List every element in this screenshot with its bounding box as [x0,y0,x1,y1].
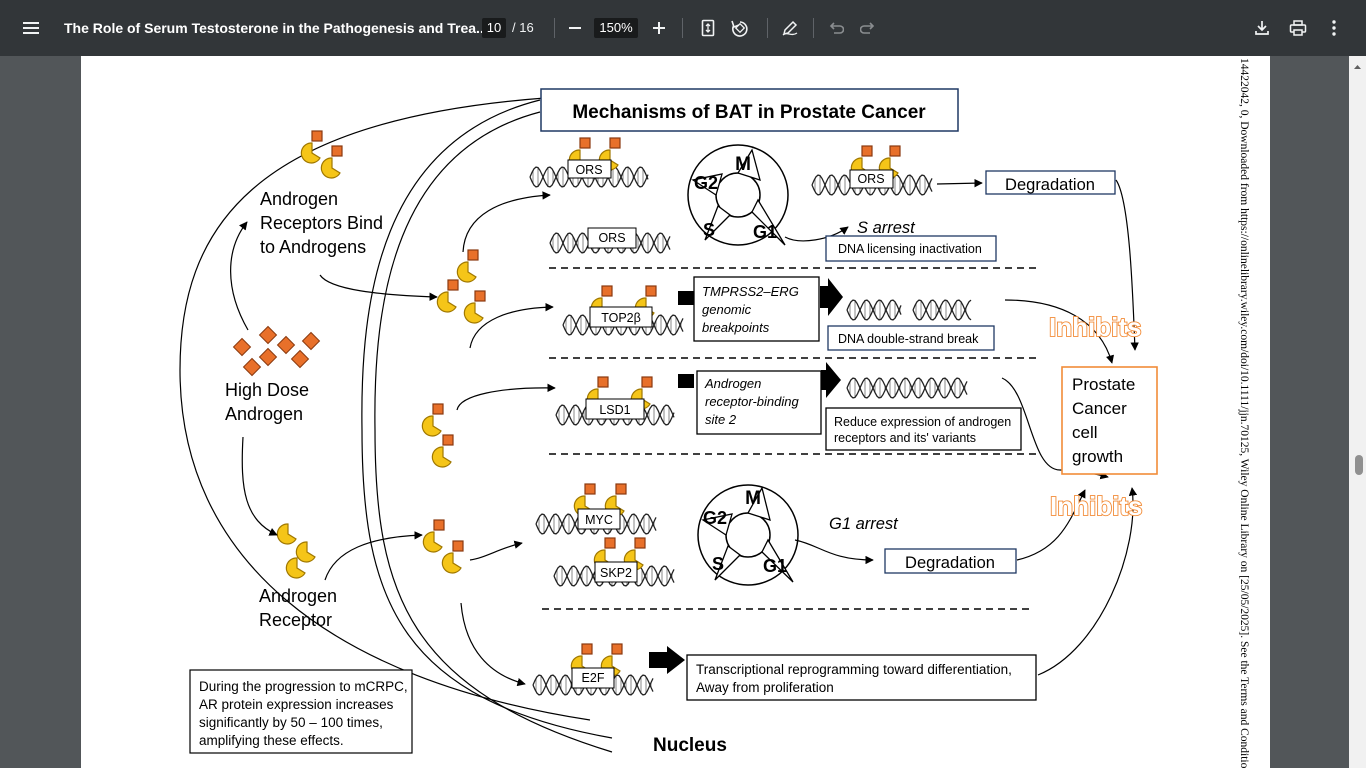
dna-helix [846,377,968,399]
phase-s-label: S [712,554,724,574]
redo-icon[interactable] [858,0,878,56]
note-text: During the progression to mCRPC, [199,679,408,694]
inhibits-label: Inhibits [1050,491,1142,521]
dna-helix [846,299,902,321]
vertical-scrollbar[interactable] [1349,56,1366,768]
high-dose-label: Androgen [225,404,303,424]
reduce-expression-label: Reduce expression of androgen [834,415,1011,429]
high-dose-label: High Dose [225,380,309,400]
androgen-molecule [259,348,277,366]
ar-bind-label: Androgen [260,189,338,209]
pdf-page: Mechanisms of BAT in Prostate Cancer And… [81,56,1270,768]
receptor-molecule [276,523,297,545]
prostate-cancer-label: growth [1072,447,1123,466]
androgen-receptor-label: Receptor [259,610,332,630]
document-title: The Role of Serum Testosterone in the Pa… [64,20,488,36]
ar-androgen-complex [320,145,343,179]
prostate-cancer-label: Cancer [1072,399,1127,418]
reduce-expression-label: receptors and its' variants [834,431,976,445]
ar-androgen-complex [422,519,445,553]
note-text: amplifying these effects. [199,733,344,748]
ar-androgen-complex [463,290,486,324]
androgen-molecule [259,326,277,344]
figure-title: Mechanisms of BAT in Prostate Cancer [572,102,926,123]
toolbar-divider [767,18,768,38]
print-icon[interactable] [1287,0,1309,56]
dna-licensing-label: DNA licensing inactivation [838,242,982,256]
undo-icon[interactable] [826,0,846,56]
s-arrest-label: S arrest [857,219,916,237]
page-total: / 16 [512,20,534,35]
androgen-molecule [302,332,320,350]
phase-g2-label: G2 [703,508,727,528]
ar-androgen-complex [441,540,464,574]
dna-helix [912,299,972,321]
annotate-pen-icon[interactable] [778,0,802,56]
dsb-label: DNA double-strand break [838,332,979,346]
skp2-gene-label: SKP2 [600,566,632,580]
inhibits-label: Inhibits [1049,312,1141,342]
page-number-input[interactable]: 10 [482,18,506,38]
phase-g2-label: G2 [694,173,718,193]
note-text: AR protein expression increases [199,697,394,712]
degradation-label: Degradation [905,554,995,572]
ors-gene-label: ORS [857,172,884,186]
arbs-label: site 2 [705,412,737,427]
top2b-gene-label: TOP2β [601,311,641,325]
receptor-molecule [295,541,316,563]
ar-androgen-complex [436,279,459,313]
bat-mechanism-figure: Mechanisms of BAT in Prostate Cancer And… [179,88,1158,756]
pdf-toolbar: The Role of Serum Testosterone in the Pa… [0,0,1366,56]
androgen-molecule [243,358,261,376]
ar-bind-label: Receptors Bind [260,213,383,233]
phase-m-label: M [735,154,751,175]
ors-gene-label: ORS [575,163,602,177]
phase-g1-label: G1 [753,222,777,242]
zoom-in-button[interactable] [648,0,670,56]
tmprss-label: TMPRSS2–ERG [702,284,799,299]
toolbar-divider [682,18,683,38]
download-icon[interactable] [1252,0,1272,56]
toolbar-divider [554,18,555,38]
degradation-label: Degradation [1005,176,1095,194]
androgen-molecule [233,338,251,356]
menu-icon[interactable] [18,0,46,56]
phase-m-label: M [745,488,761,509]
lsd1-gene-label: LSD1 [599,403,630,417]
rotate-icon[interactable] [728,0,752,56]
transcriptional-label: Transcriptional reprogramming toward dif… [696,662,1012,677]
e2f-gene-label: E2F [582,671,605,685]
prostate-cancer-label: cell [1072,423,1098,442]
androgen-molecule [277,336,295,354]
ar-androgen-complex [456,249,479,283]
myc-gene-label: MYC [585,513,613,527]
ors-gene-label: ORS [598,231,625,245]
ar-androgen-complex [431,434,454,468]
more-options-icon[interactable] [1326,0,1342,56]
prostate-cancer-label: Prostate [1072,375,1135,394]
tmprss-label: genomic [702,302,752,317]
transcriptional-label: Away from proliferation [696,680,834,695]
androgen-molecule [291,350,309,368]
tmprss-label: breakpoints [702,320,770,335]
arbs-label: receptor-binding [705,394,799,409]
androgen-receptor-label: Androgen [259,586,337,606]
cell-cycle-diagram: M G2 S G1 [687,144,789,246]
download-notice: 14422042, 0, Downloaded from https://onl… [1238,58,1250,768]
note-text: significantly by 50 – 100 times, [199,715,383,730]
nucleus-label: Nucleus [653,735,727,756]
scrollbar-thumb[interactable] [1355,455,1363,475]
cell-cycle-diagram: M G2 S G1 [697,484,799,586]
phase-s-label: S [703,220,715,240]
ar-bind-label: to Androgens [260,237,366,257]
phase-g1-label: G1 [763,556,787,576]
zoom-level-input[interactable]: 150% [594,18,638,38]
g1-arrest-label: G1 arrest [829,515,899,533]
fit-page-icon[interactable] [698,0,718,56]
arbs-label: Androgen [704,376,761,391]
zoom-out-button[interactable] [564,0,586,56]
toolbar-divider [813,18,814,38]
ar-androgen-complex [421,403,444,437]
